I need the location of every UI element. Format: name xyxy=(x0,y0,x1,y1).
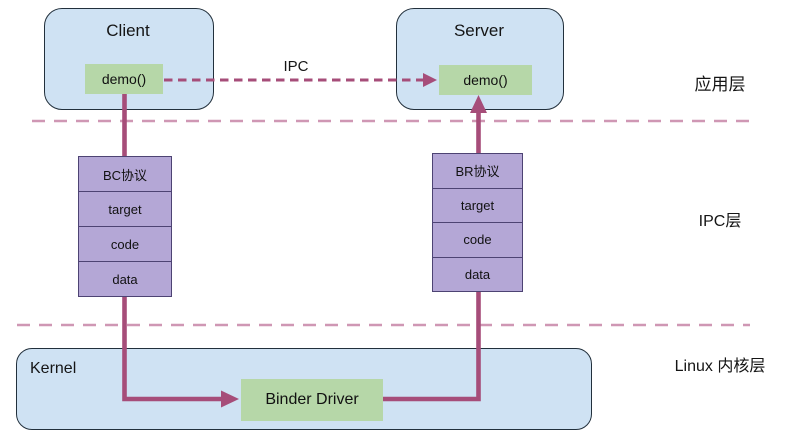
layer-label-application: 应用层 xyxy=(694,75,746,94)
client-demo-method-chip: demo() xyxy=(85,64,163,94)
layer-label-ipc: IPC层 xyxy=(698,213,742,230)
stack-row-data: data xyxy=(79,261,171,296)
ipc-call-arrowhead-icon xyxy=(423,73,437,87)
client-protocol-stack: BC协议 target code data xyxy=(78,156,172,297)
server-title: Server xyxy=(453,21,505,40)
request-arrowhead-icon xyxy=(221,390,239,408)
stack-row-bc-protocol: BC协议 xyxy=(102,167,148,183)
layer-label-linux-kernel: Linux 内核层 xyxy=(674,358,766,375)
stack-row-target: target xyxy=(433,187,522,223)
ipc-arrow-label: IPC xyxy=(283,58,309,75)
server-demo-method-chip: demo() xyxy=(439,65,532,95)
kernel-title: Kernel xyxy=(30,360,77,377)
stack-row-code: code xyxy=(79,226,171,261)
server-protocol-stack: BR协议 target code data xyxy=(432,153,523,292)
stack-row-target: target xyxy=(79,191,171,226)
stack-row-data: data xyxy=(433,256,522,292)
binder-driver-chip: Binder Driver xyxy=(241,379,383,421)
stack-row-code: code xyxy=(433,222,522,257)
response-arrowhead-icon xyxy=(470,95,487,113)
stack-row-br-protocol: BR协议 xyxy=(455,164,500,180)
client-title: Client xyxy=(106,21,150,40)
